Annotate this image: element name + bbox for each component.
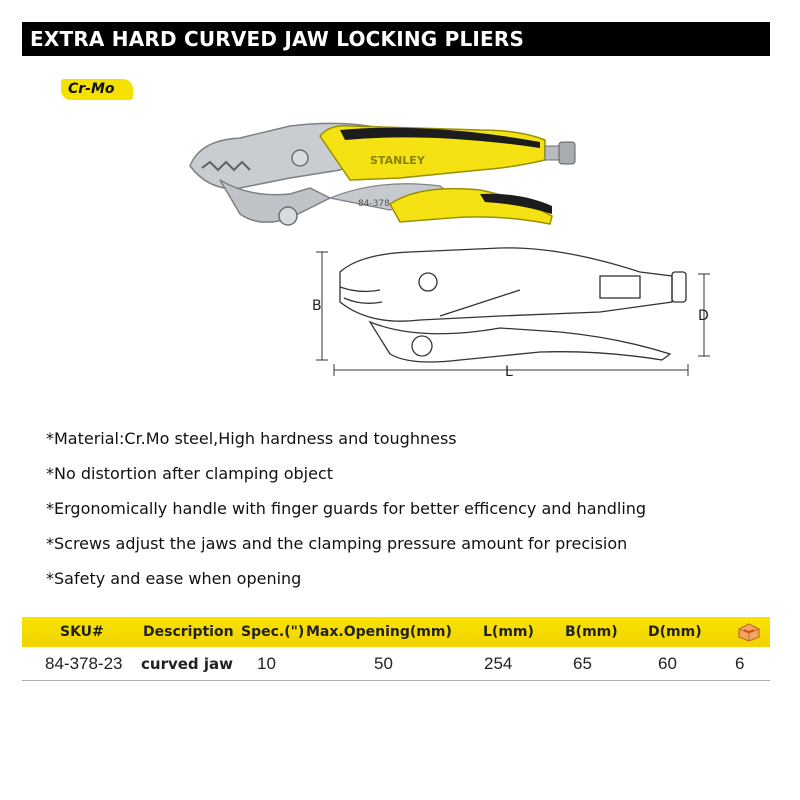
header-d: D(mm) bbox=[648, 624, 702, 640]
product-photo: STANLEY 84-378 bbox=[189, 122, 576, 226]
outline-rivet bbox=[418, 272, 438, 292]
dimension-drawing: B D L bbox=[312, 247, 710, 380]
spec-table-header: SKU# Description Spec.(") Max.Opening(mm… bbox=[22, 617, 770, 647]
cell-max-opening: 50 bbox=[374, 654, 393, 673]
dimension-l-label: L bbox=[505, 364, 513, 380]
model-mark: 84-378 bbox=[358, 199, 390, 209]
material-badge: Cr-Mo bbox=[61, 79, 133, 100]
grip-black-stripe bbox=[340, 127, 540, 148]
feature-item: *Screws adjust the jaws and the clamping… bbox=[46, 534, 628, 553]
header-l: L(mm) bbox=[483, 624, 534, 640]
header-description: Description bbox=[143, 624, 234, 640]
dimension-b-label: B bbox=[312, 298, 322, 314]
header-sku: SKU# bbox=[60, 624, 104, 640]
rivet bbox=[278, 206, 298, 226]
cell-sku: 84-378-23 bbox=[45, 654, 123, 673]
jaw-teeth bbox=[201, 160, 251, 172]
outline-lower bbox=[368, 320, 672, 363]
outline-jaw bbox=[339, 286, 383, 304]
page-title: EXTRA HARD CURVED JAW LOCKING PLIERS bbox=[22, 22, 770, 56]
adjusting-screw bbox=[544, 145, 560, 161]
dimension-d-label: D bbox=[698, 308, 709, 324]
header-spec: Spec.(") bbox=[241, 624, 305, 640]
spec-table: SKU# Description Spec.(") Max.Opening(mm… bbox=[22, 617, 770, 681]
header-b: B(mm) bbox=[565, 624, 618, 640]
cell-spec: 10 bbox=[257, 654, 276, 673]
cell-l: 254 bbox=[484, 654, 513, 673]
outline-spring bbox=[439, 289, 521, 317]
feature-item: *No distortion after clamping object bbox=[46, 464, 334, 483]
feature-item: *Ergonomically handle with finger guards… bbox=[46, 499, 647, 518]
rivet bbox=[291, 149, 309, 167]
release-lever bbox=[480, 193, 552, 214]
header-max-opening: Max.Opening(mm) bbox=[306, 624, 452, 640]
feature-item: *Safety and ease when opening bbox=[46, 569, 302, 588]
brand-mark: STANLEY bbox=[370, 154, 426, 167]
outline-screw bbox=[599, 275, 641, 299]
cell-description: curved jaw bbox=[141, 655, 233, 673]
feature-list: *Material:Cr.Mo steel,High hardness and … bbox=[46, 428, 766, 603]
lower-jaw-steel bbox=[219, 179, 332, 223]
outline-rivet bbox=[411, 335, 433, 357]
table-row: 84-378-23 curved jaw 10 50 254 65 60 6 bbox=[22, 647, 770, 681]
cell-carton-qty: 6 bbox=[735, 654, 745, 673]
feature-item: *Material:Cr.Mo steel,High hardness and … bbox=[46, 429, 457, 448]
cell-b: 65 bbox=[573, 654, 592, 673]
cell-d: 60 bbox=[658, 654, 677, 673]
adjusting-knob bbox=[558, 141, 576, 165]
outline-upper bbox=[339, 247, 673, 322]
outline-knob bbox=[671, 271, 687, 303]
carton-box-icon bbox=[738, 623, 760, 642]
